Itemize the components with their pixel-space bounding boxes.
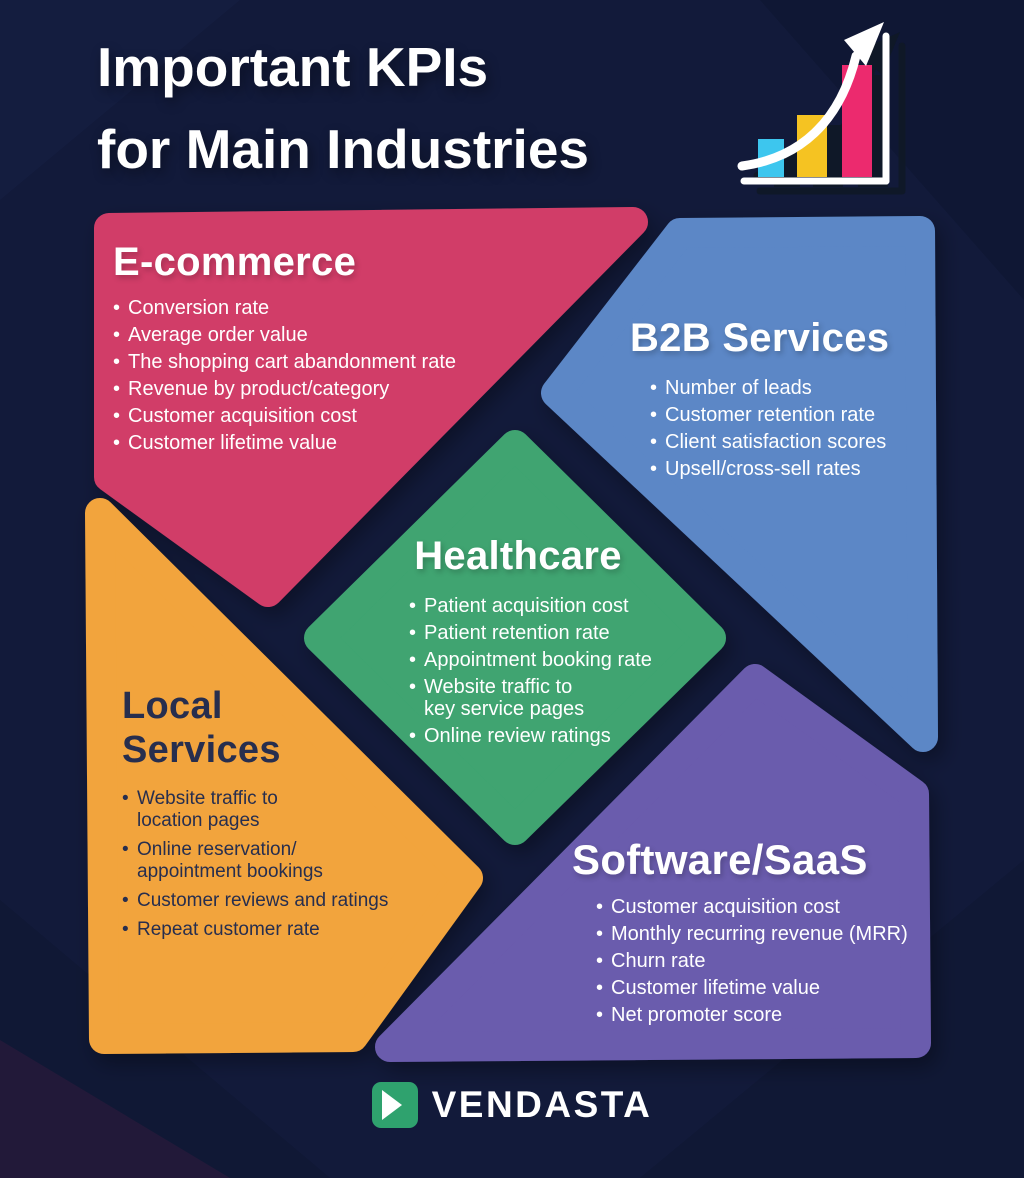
kpi-item: Repeat customer rate <box>122 919 437 941</box>
b2b-shape <box>541 216 938 752</box>
section-heading-b2b: B2B Services <box>630 316 890 360</box>
kpi-item: Monthly recurring revenue (MRR) <box>596 923 928 945</box>
kpi-item: Conversion rate <box>113 297 558 319</box>
section-heading-saas: Software/SaaS <box>572 836 868 883</box>
kpi-item: Customer reviews and ratings <box>122 890 437 912</box>
kpi-item: Online review ratings <box>409 725 653 747</box>
section-healthcare: Healthcare Patient acquisition cost Pati… <box>383 534 653 752</box>
page-title: Important KPIs for Main Industries <box>97 36 589 180</box>
kpi-list-saas: Customer acquisition cost Monthly recurr… <box>596 896 928 1026</box>
kpi-item: Customer lifetime value <box>113 432 558 454</box>
kpi-item: Patient retention rate <box>409 622 653 644</box>
brand-footer: VENDASTA <box>0 1082 1024 1128</box>
kpi-item: Revenue by product/category <box>113 378 558 400</box>
section-software-saas: Software/SaaS Customer acquisition cost … <box>572 836 928 1031</box>
section-heading-local: Local Services <box>122 685 281 771</box>
kpi-item: Website traffic to key service pages <box>409 676 653 720</box>
kpi-item: Customer acquisition cost <box>113 405 558 427</box>
kpi-item: Number of leads <box>650 377 930 399</box>
brand-name: VENDASTA <box>431 1084 653 1125</box>
kpi-list-local: Website traffic to location pages Online… <box>122 788 437 941</box>
kpi-item: Appointment booking rate <box>409 649 653 671</box>
kpi-list-healthcare: Patient acquisition cost Patient retenti… <box>409 595 653 747</box>
kpi-item: Customer lifetime value <box>596 977 928 999</box>
kpi-list-ecommerce: Conversion rate Average order value The … <box>113 297 558 454</box>
arrowhead <box>844 22 884 66</box>
kpi-item: Client satisfaction scores <box>650 431 930 453</box>
kpi-item: Customer retention rate <box>650 404 930 426</box>
section-heading-healthcare: Healthcare <box>414 534 622 578</box>
kpi-item: The shopping cart abandonment rate <box>113 351 558 373</box>
vendasta-logo-icon <box>371 1082 418 1128</box>
kpi-item: Website traffic to location pages <box>122 788 437 832</box>
kpi-item: Online reservation/ appointment bookings <box>122 839 437 883</box>
kpi-list-b2b: Number of leads Customer retention rate … <box>650 377 930 480</box>
kpi-item: Net promoter score <box>596 1004 928 1026</box>
section-b2b-services: B2B Services Number of leads Customer re… <box>630 316 930 485</box>
kpi-item: Average order value <box>113 324 558 346</box>
section-ecommerce: E-commerce Conversion rate Average order… <box>113 240 558 459</box>
kpi-item: Patient acquisition cost <box>409 595 653 617</box>
growth-chart-icon <box>737 22 890 185</box>
kpi-item: Upsell/cross-sell rates <box>650 458 930 480</box>
kpi-item: Churn rate <box>596 950 928 972</box>
trend-arrow-curve <box>737 51 861 171</box>
section-heading-ecommerce: E-commerce <box>113 240 357 284</box>
section-local-services: Local Services Website traffic to locati… <box>122 684 437 948</box>
kpi-item: Customer acquisition cost <box>596 896 928 918</box>
